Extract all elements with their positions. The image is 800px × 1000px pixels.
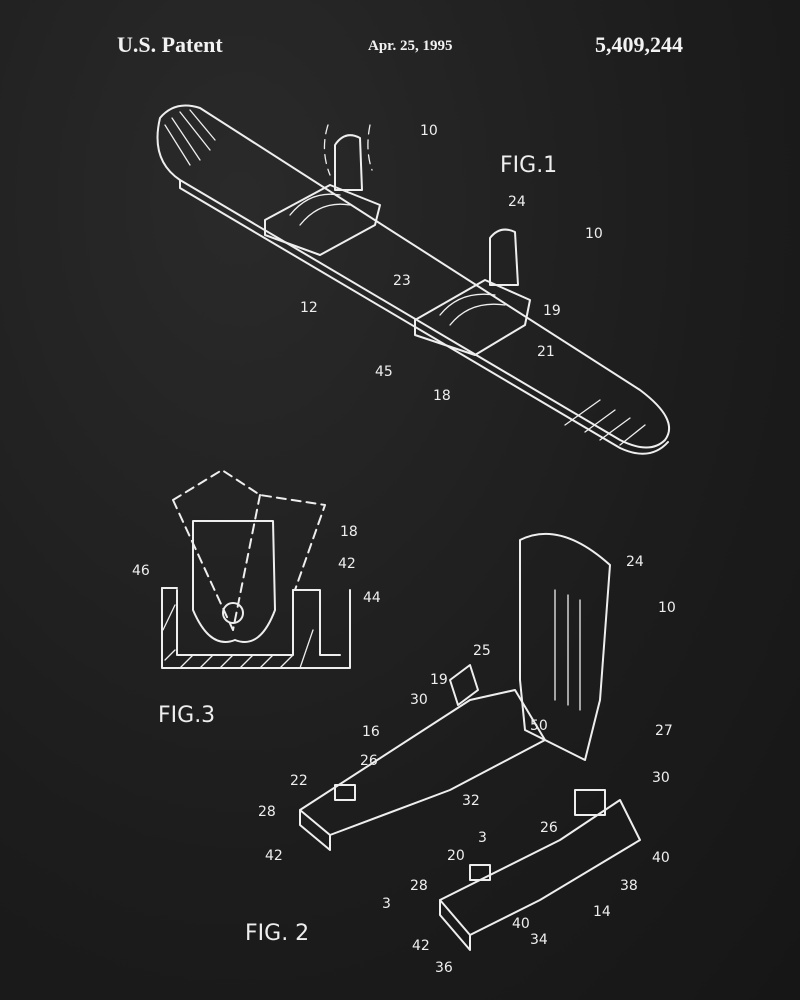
fig3-caption: FIG.3 xyxy=(158,703,215,728)
ref-label: 42 xyxy=(265,848,283,864)
ref-label: 18 xyxy=(340,524,358,540)
ref-label: 45 xyxy=(375,364,393,380)
ref-label: 32 xyxy=(462,793,480,809)
fig3-section xyxy=(161,469,351,669)
ref-label: 14 xyxy=(593,904,611,920)
fig1-caption: FIG.1 xyxy=(500,153,557,178)
ref-label: 16 xyxy=(362,724,380,740)
ref-label: 26 xyxy=(540,820,558,836)
ref-label: 50 xyxy=(530,718,548,734)
front-binding xyxy=(414,228,531,356)
fig3-labels: FIG.3 18 42 46 44 xyxy=(132,524,381,728)
patent-label: U.S. Patent xyxy=(117,32,223,57)
ref-label: 40 xyxy=(512,916,530,932)
fig1-labels: FIG.1 10 24 10 23 19 12 21 45 18 xyxy=(300,123,603,404)
fig2-binding xyxy=(299,532,641,951)
ref-label: 40 xyxy=(652,850,670,866)
ref-label: 20 xyxy=(447,848,465,864)
ref-label: 24 xyxy=(508,194,526,210)
fig2-labels: FIG. 2 24 10 25 19 30 16 50 27 26 30 22 … xyxy=(245,554,676,976)
ref-label: 36 xyxy=(435,960,453,976)
ref-label: 18 xyxy=(433,388,451,404)
ref-label: 24 xyxy=(626,554,644,570)
ref-label: 22 xyxy=(290,773,308,789)
ref-label: 23 xyxy=(393,273,411,289)
ref-label: 28 xyxy=(410,878,428,894)
ref-label: 21 xyxy=(537,344,555,360)
ref-label: 10 xyxy=(658,600,676,616)
ref-label: 3 xyxy=(382,896,391,912)
ref-label: 12 xyxy=(300,300,318,316)
ref-label: 28 xyxy=(258,804,276,820)
ref-label: 25 xyxy=(473,643,491,659)
ref-label: 10 xyxy=(585,226,603,242)
fig1-snowboard xyxy=(156,104,670,455)
ref-label: 19 xyxy=(543,303,561,319)
ref-label: 10 xyxy=(420,123,438,139)
ref-label: 42 xyxy=(412,938,430,954)
ref-label: 27 xyxy=(655,723,673,739)
ref-label: 38 xyxy=(620,878,638,894)
patent-number: 5,409,244 xyxy=(595,32,683,57)
ref-label: 3 xyxy=(478,830,487,846)
rear-binding xyxy=(264,124,381,256)
fig2-caption: FIG. 2 xyxy=(245,921,309,946)
ref-label: 19 xyxy=(430,672,448,688)
ref-label: 26 xyxy=(360,753,378,769)
ref-label: 30 xyxy=(410,692,428,708)
ref-label: 42 xyxy=(338,556,356,572)
ref-label: 44 xyxy=(363,590,381,606)
ref-label: 46 xyxy=(132,563,150,579)
patent-date: Apr. 25, 1995 xyxy=(368,38,453,54)
ref-label: 30 xyxy=(652,770,670,786)
ref-label: 34 xyxy=(530,932,548,948)
